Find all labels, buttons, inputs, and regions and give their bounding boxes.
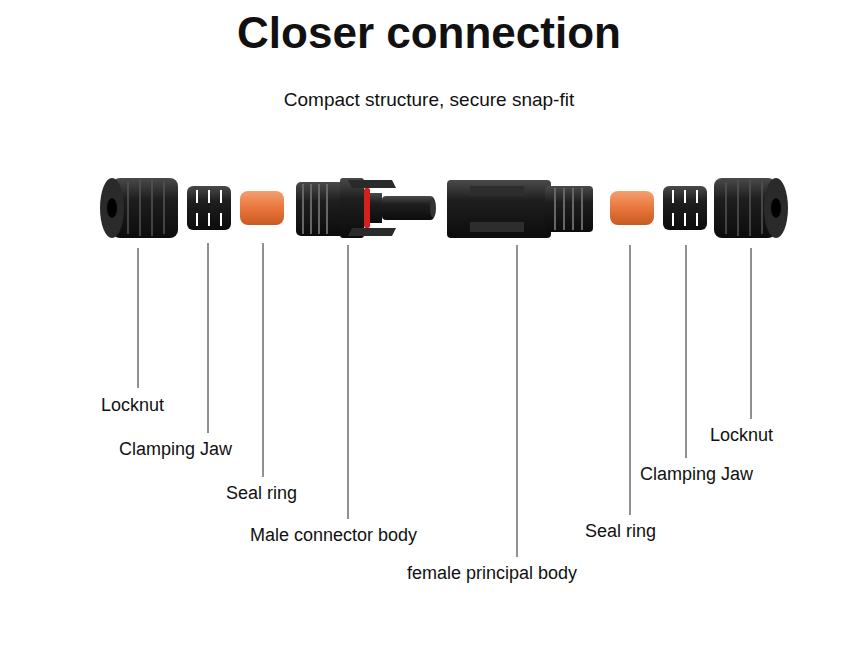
part-label: Locknut [710,425,773,446]
part-label: Seal ring [585,521,656,542]
part-label: Clamping Jaw [119,439,232,460]
clamping-jaw-part [187,186,231,230]
clamping-jaw-part [663,186,707,230]
part-label: Male connector body [250,525,417,546]
seal-ring-part [240,191,284,225]
part-label: female principal body [407,563,577,584]
locknut-part [714,178,788,238]
locknut-part [100,178,178,238]
part-label: Locknut [101,395,164,416]
female-body-part [447,180,593,238]
part-label: Seal ring [226,483,297,504]
male-body-part [296,178,436,238]
part-label: Clamping Jaw [640,464,753,485]
title: Closer connection [0,8,858,58]
leader-lines [138,243,751,557]
seal-ring-part [610,191,654,225]
subtitle: Compact structure, secure snap-fit [0,89,858,111]
